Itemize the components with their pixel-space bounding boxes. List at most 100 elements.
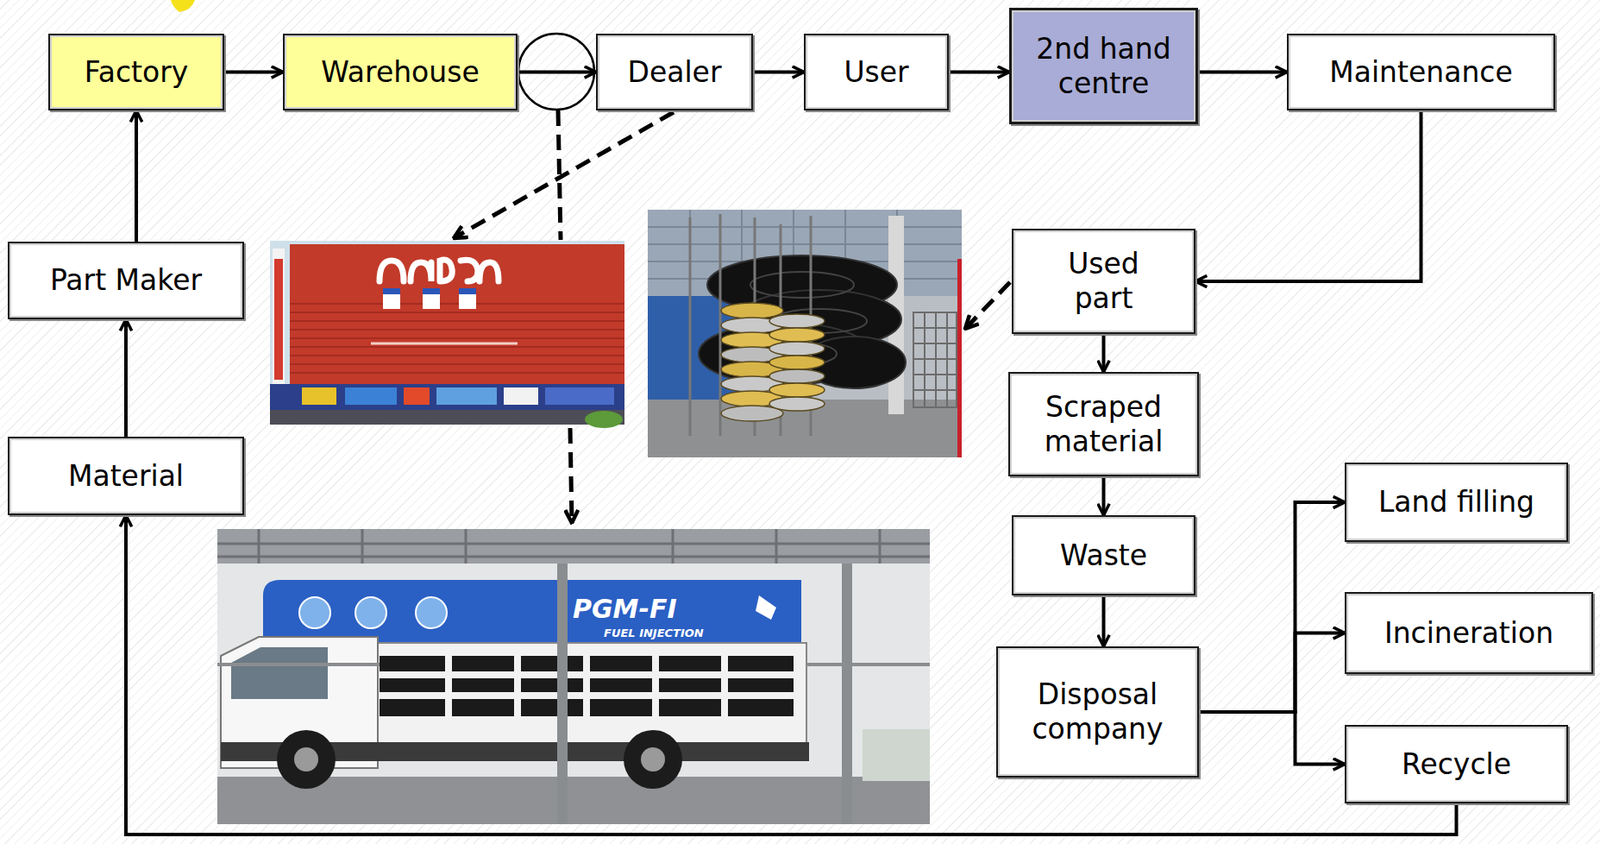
delivery-truck-photo	[755, 595, 777, 620]
flow-arrow	[1102, 595, 1106, 647]
delivery-truck-photo	[583, 655, 590, 716]
used-part-photo	[769, 382, 825, 397]
dealer-store-photo	[269, 409, 625, 425]
delivery-truck-photo	[361, 528, 364, 564]
delivery-truck-photo	[217, 528, 930, 824]
box-label: Part Maker	[50, 263, 202, 298]
used-part-photo	[647, 243, 962, 245]
used-part-photo	[750, 271, 854, 298]
flow-arrow	[1198, 633, 1345, 713]
dealer-store-photo	[382, 288, 401, 295]
process-box: Factory	[48, 33, 225, 111]
process-box: Material	[7, 436, 245, 515]
used-part-photo	[769, 341, 825, 356]
used-part-photo	[721, 302, 825, 421]
box-label: 2nd hand centre	[1020, 31, 1187, 101]
dealer-store-photo	[274, 258, 283, 380]
delivery-truck-photo	[379, 655, 794, 716]
box-label: Maintenance	[1329, 55, 1513, 90]
dealer-store-photo	[503, 387, 539, 405]
delivery-truck-photo	[514, 655, 521, 716]
dealer-store-photo	[269, 383, 625, 410]
delivery-truck-photo	[640, 746, 666, 772]
dealer-store-photo	[289, 345, 625, 348]
process-box: Part Maker	[7, 241, 245, 320]
flow-arrow	[517, 70, 597, 75]
dealer-store-photo	[382, 288, 401, 309]
process-box: Land filling	[1344, 462, 1569, 542]
delivery-truck-photo	[841, 563, 853, 824]
used-part-photo	[769, 369, 825, 383]
used-part-photo	[647, 225, 962, 228]
dealer-store-photo	[289, 302, 625, 305]
dealer-store-photo	[345, 387, 397, 405]
delivery-truck-photo	[217, 776, 930, 824]
flow-arrow	[1198, 711, 1345, 765]
dealer-store-photo	[289, 311, 625, 314]
delivery-truck-photo	[862, 728, 930, 781]
delivery-truck-photo	[263, 579, 802, 643]
box-label: Recycle	[1401, 746, 1512, 782]
process-box: Waste	[1011, 514, 1196, 596]
delivery-truck-photo	[217, 662, 930, 666]
delivery-truck-photo	[557, 563, 568, 824]
flow-arrow	[1102, 476, 1106, 515]
used-part-photo	[913, 312, 957, 408]
delivery-truck-photo	[557, 563, 853, 824]
delivery-truck-photo	[878, 528, 882, 564]
dealer-store-photo	[422, 288, 440, 295]
process-box: Maintenance	[1286, 33, 1556, 111]
dealer-store-photo	[289, 328, 625, 331]
delivery-truck-photo	[231, 646, 328, 699]
dealer-store-photo	[545, 387, 615, 405]
flow-arrow	[134, 110, 139, 242]
dealer-store-photo	[458, 288, 477, 309]
dealer-store-photo	[289, 320, 625, 322]
delivery-truck-photo	[217, 542, 930, 546]
used-part-photo	[689, 217, 692, 436]
used-part-photo	[769, 355, 825, 370]
used-part-photo	[769, 396, 825, 411]
photo-text: FUEL INJECTION	[603, 626, 704, 640]
dealer-store-photo	[289, 371, 625, 374]
used-part-photo	[769, 313, 825, 328]
delivery-truck-photo	[464, 528, 468, 564]
dealer-store-photo	[289, 363, 625, 365]
box-label: Waste	[1060, 538, 1148, 573]
delivery-truck-photo	[652, 655, 659, 716]
box-label: Factory	[84, 55, 189, 90]
delivery-truck-photo	[217, 528, 930, 824]
photo-text: PGM-FI	[572, 593, 678, 624]
dealer-store-photo	[269, 240, 625, 428]
box-label: Scraped material	[1018, 389, 1189, 459]
delivery-truck-photo	[355, 596, 387, 628]
process-box: 2nd hand centre	[1009, 7, 1199, 125]
delivery-truck-photo	[217, 555, 930, 559]
dealer-store-photo	[289, 303, 625, 373]
used-part-photo	[698, 255, 906, 389]
process-box: Incineration	[1344, 591, 1594, 674]
delivery-truck-photo	[299, 596, 331, 628]
box-label: Warehouse	[320, 55, 479, 90]
delivery-truck-photo	[276, 729, 336, 789]
flow-arrow	[948, 70, 1010, 75]
process-box: Disposal company	[996, 646, 1199, 778]
process-box: User	[803, 33, 949, 111]
delivery-truck-photo	[806, 662, 930, 666]
flow-arrow	[224, 70, 283, 75]
dealer-store-photo	[379, 259, 499, 282]
box-label: Used part	[1043, 246, 1165, 315]
delivery-truck-photo	[721, 655, 728, 716]
flow-arrow	[124, 319, 128, 437]
dashed-leader	[570, 427, 572, 523]
dealer-store-photo	[584, 410, 623, 428]
delivery-truck-photo	[257, 528, 261, 564]
used-part-photo	[721, 302, 784, 319]
delivery-truck-photo	[217, 662, 380, 666]
flow-arrow	[1195, 110, 1422, 282]
corner-mark	[170, 0, 195, 13]
delivery-truck-photo	[294, 746, 319, 772]
dealer-store-photo	[382, 288, 477, 309]
dashed-leader	[558, 110, 561, 240]
